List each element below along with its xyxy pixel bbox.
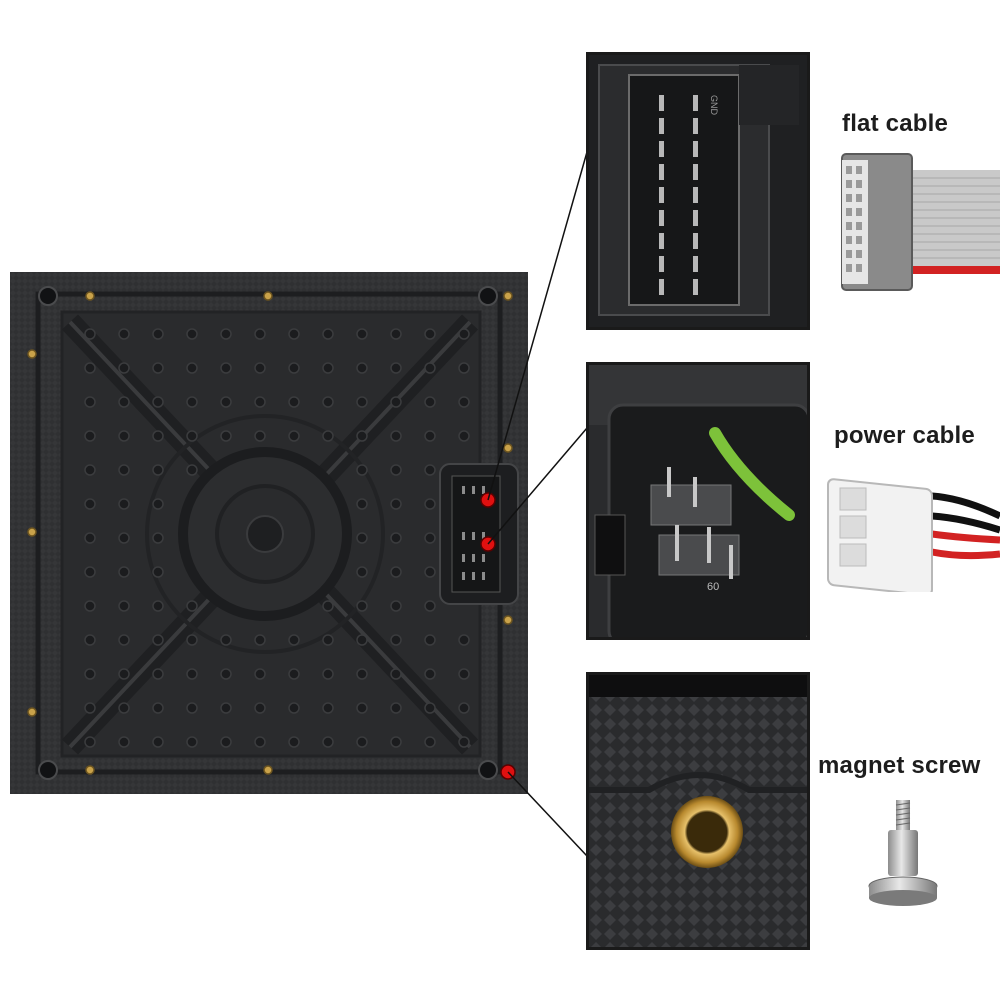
flat-cable-image	[841, 153, 1000, 291]
magnet-screw-label: magnet screw	[818, 752, 981, 779]
led-module-panel	[10, 272, 528, 794]
zoom-ribbon-connector: GND	[586, 52, 810, 330]
svg-text:60: 60	[707, 581, 719, 593]
power-cable-label: power cable	[834, 422, 975, 449]
zoom-magnet-insert	[586, 672, 810, 950]
power-cable-image	[827, 478, 1000, 592]
zoom-power-connector: 60	[586, 362, 810, 640]
svg-text:GND: GND	[709, 95, 719, 116]
flat-cable-label: flat cable	[842, 110, 949, 137]
magnet-screw-image	[868, 800, 938, 906]
